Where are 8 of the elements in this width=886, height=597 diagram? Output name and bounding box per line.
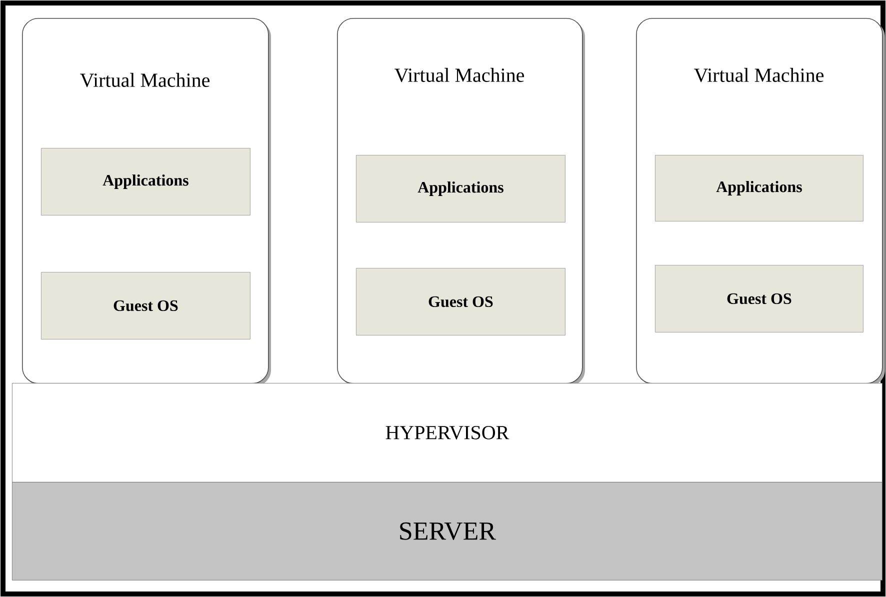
layer-box: Applications [356,155,566,222]
hypervisor-box: HYPERVISOR [12,383,882,482]
layer-box: Guest OS [356,268,566,336]
layer-box: Applications [41,148,250,216]
layer-box: Guest OS [655,265,864,332]
server-box: SERVER [12,482,882,580]
layer-box: Applications [655,155,864,222]
layer-box: Guest OS [41,272,250,340]
